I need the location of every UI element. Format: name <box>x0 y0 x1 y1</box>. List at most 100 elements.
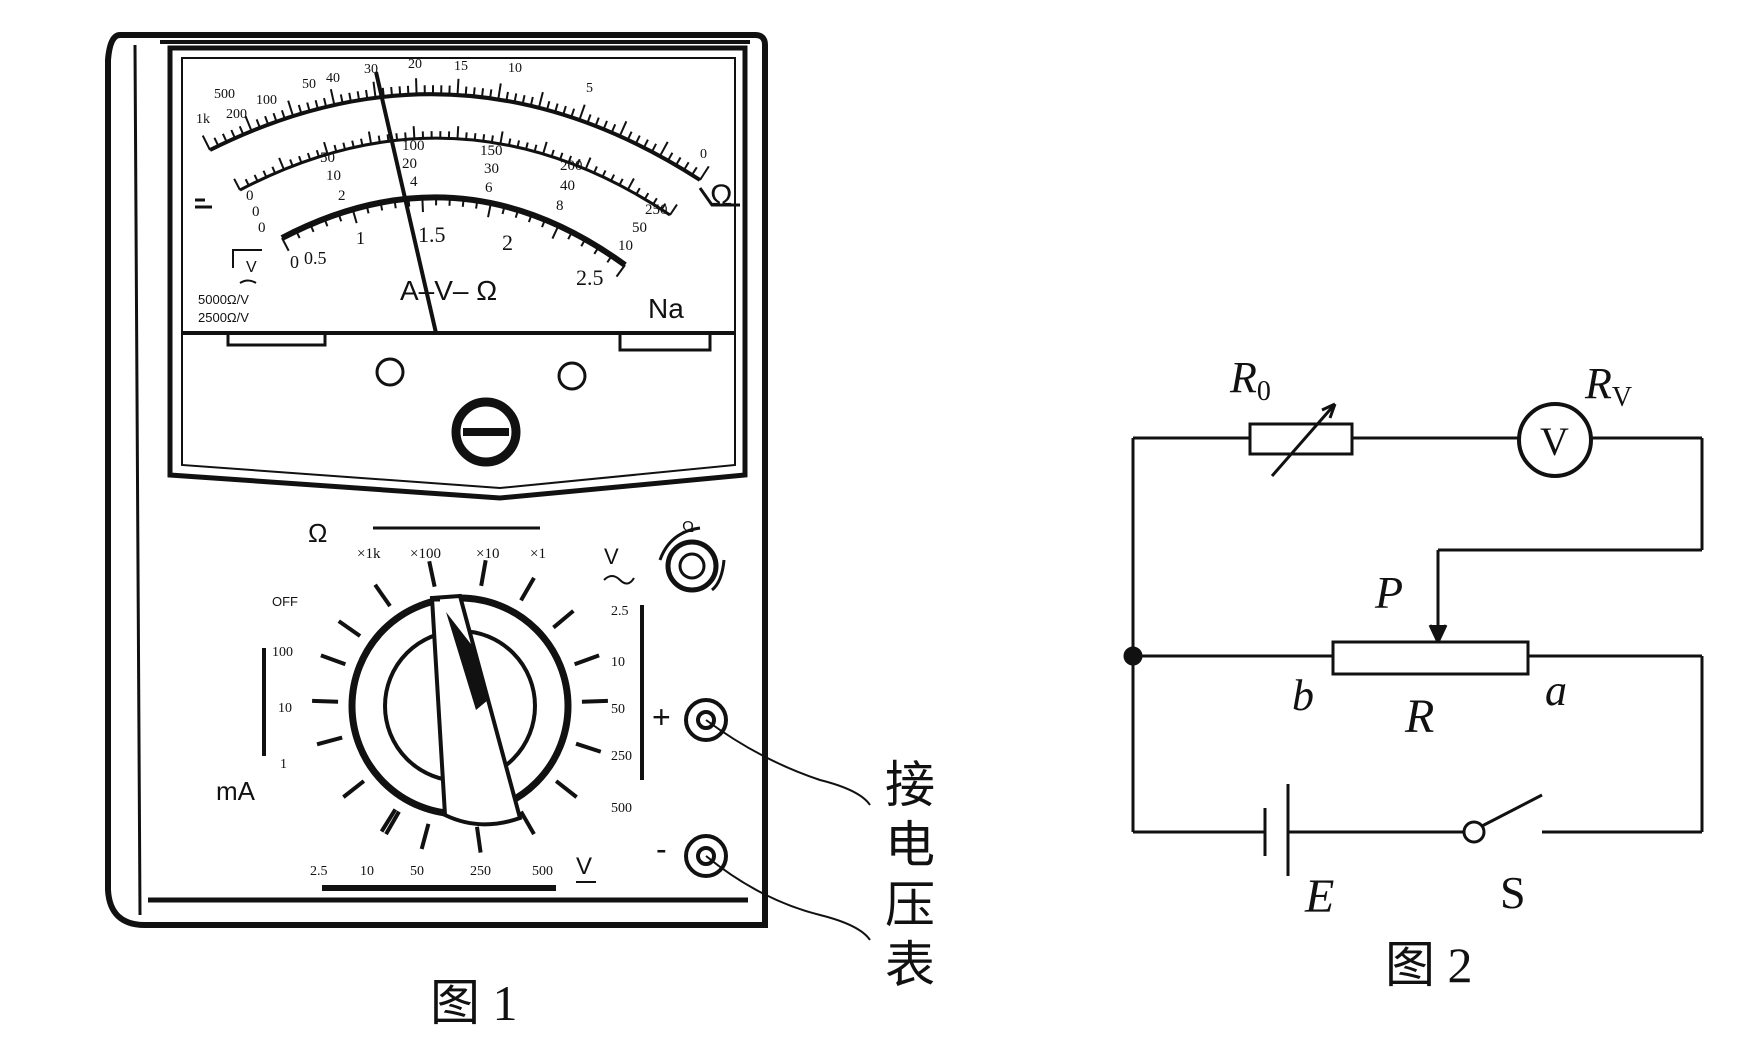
range-x1[interactable]: ×1 <box>530 546 546 562</box>
dc-scale-tick <box>404 132 407 140</box>
range-x100[interactable]: ×100 <box>410 546 441 562</box>
multimeter: 1k 500 200 100 50 40 30 20 15 10 5 0 Ω 0… <box>105 32 935 1031</box>
dc-scale-arc <box>239 136 671 217</box>
ohm-scale-tick <box>480 88 485 98</box>
dc-scale-tick <box>559 152 564 160</box>
vac-range-500[interactable]: 500 <box>611 801 632 816</box>
dc50-label-0: 0 <box>252 204 260 220</box>
dc-scale-tick <box>652 197 658 205</box>
dc250-label-0: 0 <box>246 188 254 204</box>
figure-1-caption: 图 1 <box>430 975 518 1031</box>
meter-window <box>167 45 748 501</box>
dc50-label-50: 50 <box>632 220 647 236</box>
meter-needle <box>374 71 438 334</box>
ohm-scale-tick <box>329 88 336 106</box>
ac-scale-tick <box>281 237 290 252</box>
vdc-range-250[interactable]: 250 <box>470 864 491 879</box>
ac-label-1: 1 <box>356 228 365 248</box>
ac-scale-tick <box>323 218 329 227</box>
dc-scale-tick <box>601 169 607 178</box>
dc-scale-tick <box>584 157 592 170</box>
ohm-symbol: Ω <box>710 179 732 212</box>
dc-scale-tick <box>377 135 381 143</box>
ohm-scale-tick <box>537 91 544 109</box>
dc50-label-20: 20 <box>402 156 417 172</box>
range-x1k[interactable]: ×1k <box>357 546 381 562</box>
ac-scale-tick <box>309 224 315 233</box>
vdc-range-10[interactable]: 10 <box>360 864 374 879</box>
vdc-range-2.5[interactable]: 2.5 <box>310 864 328 879</box>
ohm-scale-tick <box>505 91 509 101</box>
dial-tick <box>373 583 392 608</box>
minus-terminal[interactable] <box>684 834 728 878</box>
rheostat-arrow-line <box>1270 403 1337 477</box>
dc-scale-labels: 0 50 100 150 200 250 0 10 20 30 40 50 0 … <box>246 138 668 254</box>
dc50-label-10: 10 <box>326 168 341 184</box>
vdc-range-50[interactable]: 50 <box>410 864 424 879</box>
ohm-scale-tick <box>675 156 682 166</box>
e-label: E <box>1304 870 1334 923</box>
ma-range-1[interactable]: 1 <box>280 757 287 772</box>
ohm-scale-tick <box>272 112 278 122</box>
vac-range-250[interactable]: 250 <box>611 749 632 764</box>
dial-tick <box>384 810 401 836</box>
dial-tick <box>320 653 347 667</box>
ac-scale-tick <box>337 213 343 222</box>
vac-range-50[interactable]: 50 <box>611 702 625 717</box>
ma-range-100[interactable]: 100 <box>272 645 293 660</box>
vac-range-10[interactable]: 10 <box>611 655 625 670</box>
ohm-label-20: 20 <box>408 57 422 72</box>
ac-scale-tick <box>514 209 520 218</box>
dc-scale-tick <box>669 203 678 216</box>
dial-tick <box>316 735 343 747</box>
ohm-label-200: 200 <box>226 107 247 122</box>
ohm-label-0: 0 <box>700 147 707 162</box>
dc-scale-tick <box>306 152 312 161</box>
dial-tick <box>379 808 398 833</box>
ohm-label-40: 40 <box>326 71 340 86</box>
window-tabs <box>226 333 712 352</box>
ohm-scale-tick <box>456 78 460 96</box>
minus-terminal-socket <box>696 846 716 866</box>
off-label[interactable]: OFF <box>272 594 298 609</box>
ohm-scale-tick <box>691 166 698 176</box>
ohm-scale-tick <box>398 86 402 96</box>
dc-scale-tick <box>473 133 477 141</box>
ohm-scale-tick <box>642 139 649 149</box>
vac-range-2.5[interactable]: 2.5 <box>611 604 629 619</box>
plus-terminal[interactable] <box>684 698 728 742</box>
a-label: a <box>1545 666 1567 715</box>
rotary-switch-pointer[interactable] <box>429 593 523 827</box>
zero-adjust-screw[interactable] <box>451 397 521 467</box>
dc-scale-tick <box>482 134 486 142</box>
ac-scale-tick <box>527 214 533 223</box>
ma-range-10[interactable]: 10 <box>278 701 292 716</box>
dc-scale-tick <box>635 187 641 195</box>
ohm-scale-tick <box>489 89 493 99</box>
ac-scale-tick <box>407 198 411 207</box>
connect-char-3: 压 <box>885 877 935 933</box>
dial-vac-label: V <box>604 544 619 569</box>
b-label: b <box>1292 671 1314 720</box>
ohm-scale-tick <box>244 115 253 132</box>
ohm-label-15: 15 <box>454 59 468 74</box>
rv-label: RV <box>1584 359 1632 413</box>
dc-scale-tick <box>660 203 667 211</box>
connect-voltmeter-label: 接 电 压 表 <box>885 757 935 993</box>
connect-char-4: 表 <box>885 937 935 993</box>
ohm-label-5: 5 <box>586 81 593 96</box>
ohm-scale-tick <box>497 83 502 100</box>
ohm-scale-tick <box>521 94 526 105</box>
ohm-label-500: 500 <box>214 87 235 102</box>
range-x10[interactable]: ×10 <box>476 546 499 562</box>
vac-range-labels: 2.5 10 50 250 500 <box>611 604 632 816</box>
dc-scale-tick <box>567 155 572 163</box>
vdc-range-500[interactable]: 500 <box>532 864 553 879</box>
ac-scale-tick <box>351 209 358 224</box>
dc-scale-tick <box>315 149 320 158</box>
dc-scale-tick <box>516 140 521 148</box>
dc-scale-tick <box>333 144 338 153</box>
plus-terminal-label: + <box>652 699 671 735</box>
ohm-adjust-knob[interactable] <box>665 539 719 593</box>
